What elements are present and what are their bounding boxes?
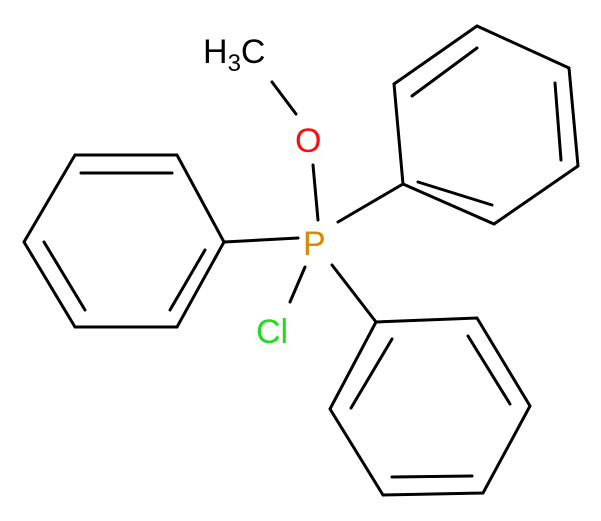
methyl-subscript: 3 bbox=[228, 50, 241, 77]
bond-c-o bbox=[270, 80, 298, 116]
chlorine-label: Cl bbox=[256, 313, 288, 351]
bond-p-ring-lower-right bbox=[330, 263, 378, 324]
methyl-h: H bbox=[203, 33, 228, 71]
methyl-label: H3C bbox=[203, 33, 265, 77]
phenyl-left-ring bbox=[22, 153, 226, 329]
bond-p-ring-left bbox=[222, 236, 300, 244]
bond-o-p bbox=[311, 163, 320, 222]
phenyl-upper-right-ring bbox=[392, 24, 580, 226]
phosphorus-label: P bbox=[303, 225, 326, 263]
bond-p-ring-upper-right bbox=[336, 182, 405, 224]
methyl-c: C bbox=[241, 33, 266, 71]
oxygen-label: O bbox=[295, 122, 321, 160]
bonds-core bbox=[222, 80, 405, 324]
bond-p-cl bbox=[288, 265, 307, 304]
phenyl-lower-right-ring bbox=[328, 316, 532, 497]
